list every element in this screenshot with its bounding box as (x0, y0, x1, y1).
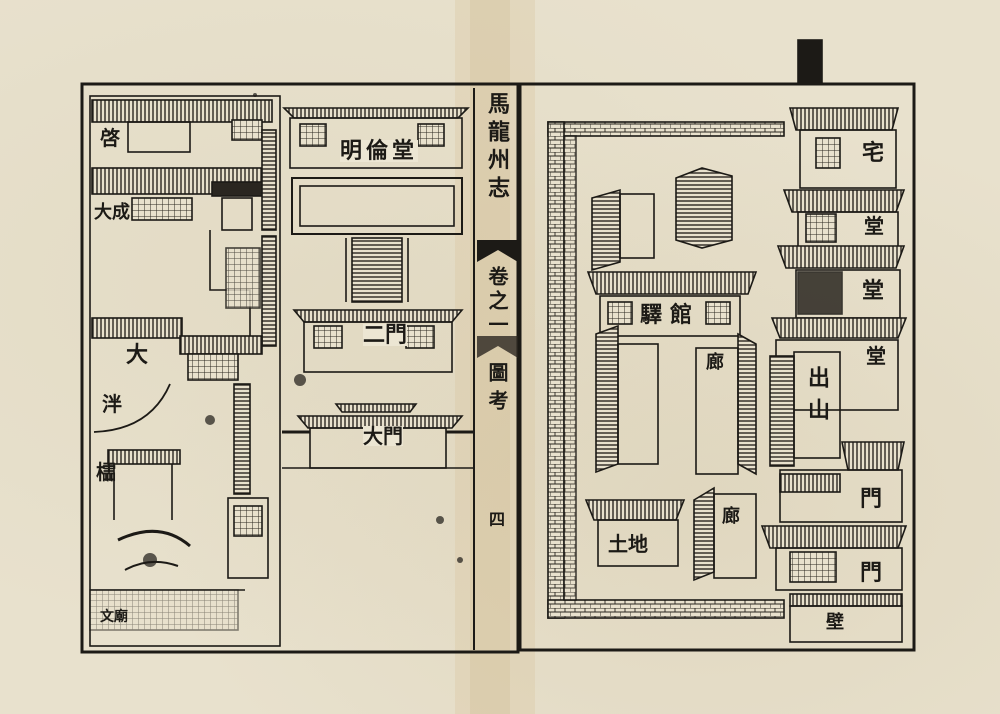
wenmiao-label: 文廟 (100, 609, 128, 625)
dacheng-label: 大成 (94, 202, 130, 223)
hall-b-label: 堂 (862, 278, 885, 304)
left-frame (80, 82, 520, 654)
gate-b-label: 門 (860, 560, 883, 586)
star-gate-label: 櫺 (96, 460, 116, 484)
gate-a-label: 門 (860, 486, 883, 512)
fold-stain (455, 0, 535, 714)
ink-specks (143, 93, 463, 567)
wing-b-label: 廊 (722, 506, 740, 527)
residence-label: 宅 (862, 140, 885, 166)
section-label: 圖考 (485, 362, 509, 418)
second-gate-label: 二門 (363, 322, 408, 348)
hall-c-label: 堂 (866, 344, 886, 368)
hall-label: 明倫堂 (340, 138, 419, 164)
pan-label: 泮 (102, 392, 122, 416)
fishtail-marker (477, 240, 518, 262)
right-map (547, 39, 908, 643)
screen-wall-label: 壁 (826, 612, 844, 633)
left-map (89, 95, 474, 647)
hall-a-label: 堂 (864, 214, 884, 238)
tudi-label: 土地 (608, 532, 648, 556)
book-title: 馬龍州志 (484, 92, 510, 204)
page-number: 四 (489, 510, 506, 529)
wing-a-label: 廊 (706, 352, 724, 373)
qi-label: 啓 (100, 126, 120, 150)
great-gate-label: 大門 (363, 424, 403, 448)
volume-label: 卷之一 (485, 266, 509, 338)
da-label: 大 (126, 342, 149, 368)
post-station-label: 驛館 (640, 302, 701, 328)
chushan-label: 出山 (804, 366, 830, 430)
